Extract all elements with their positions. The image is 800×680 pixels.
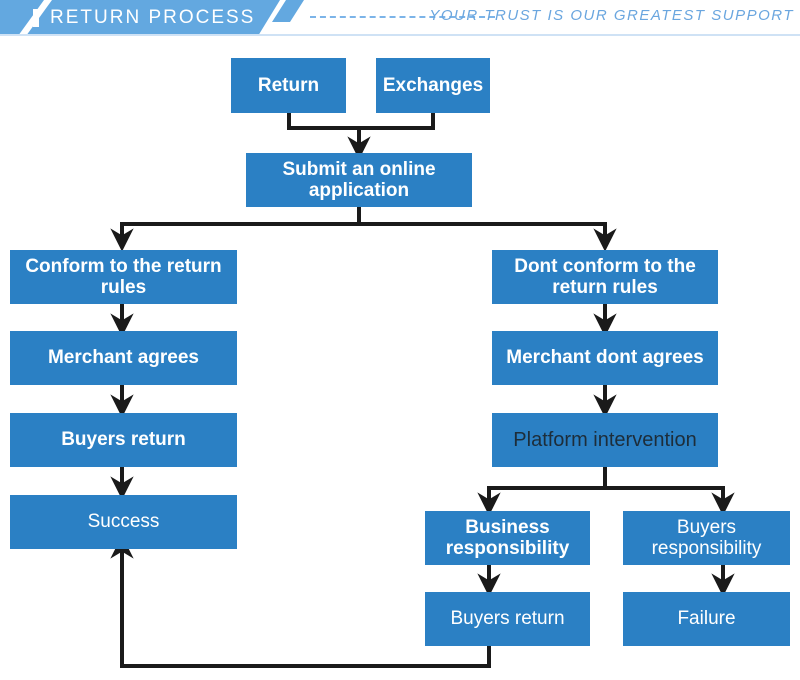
node-label: Buyers return xyxy=(450,608,565,630)
node-conform-to-return-rules[interactable]: Conform to the return rules xyxy=(10,250,237,304)
header-underline xyxy=(0,34,800,36)
flowchart-connectors xyxy=(110,113,735,668)
node-label: Merchant dont agrees xyxy=(506,347,704,369)
node-submit-application[interactable]: Submit an online application xyxy=(246,153,472,207)
connector-platform-to-buyersresp xyxy=(605,486,735,516)
node-exchanges[interactable]: Exchanges xyxy=(376,58,490,113)
node-merchant-dont-agrees[interactable]: Merchant dont agrees xyxy=(492,331,718,385)
node-business-responsibility[interactable]: Business responsibility xyxy=(425,511,590,565)
node-label: Return xyxy=(257,74,320,96)
node-buyers-return-left[interactable]: Buyers return xyxy=(10,413,237,467)
page-title: RETURN PROCESS xyxy=(50,7,256,28)
connector-platform-to-business xyxy=(477,467,607,516)
node-label: Submit an online application xyxy=(282,158,436,201)
node-success[interactable]: Success xyxy=(10,495,237,549)
node-label: Buyers return xyxy=(61,429,186,451)
header-dashed-divider xyxy=(310,16,495,18)
header-tagline: YOUR TRUST IS OUR GREATEST SUPPORT xyxy=(429,7,794,24)
node-buyers-responsibility[interactable]: Buyers responsibility xyxy=(623,511,790,565)
node-label: Buyers responsibility xyxy=(651,516,762,559)
node-platform-intervention[interactable]: Platform intervention xyxy=(492,413,718,467)
connector-submit-to-left xyxy=(110,207,361,252)
flowchart-canvas: Return Exchanges Submit an online applic… xyxy=(0,36,800,680)
node-label: Exchanges xyxy=(382,74,484,96)
node-label: Dont conform to the return rules xyxy=(514,255,696,298)
node-label: Merchant agrees xyxy=(47,347,199,369)
connector-top-join xyxy=(287,113,435,130)
node-label: Failure xyxy=(677,608,736,630)
node-dont-conform-to-return-rules[interactable]: Dont conform to the return rules xyxy=(492,250,718,304)
node-label: Business responsibility xyxy=(445,516,570,559)
node-label: Conform to the return rules xyxy=(25,255,222,298)
connector-submit-to-right xyxy=(359,222,617,252)
node-buyers-return-right[interactable]: Buyers return xyxy=(425,592,590,646)
node-failure[interactable]: Failure xyxy=(623,592,790,646)
connector-feedback-to-success xyxy=(110,535,491,668)
header-banner-shape xyxy=(0,0,300,36)
header-bar-marker-icon xyxy=(33,9,39,27)
node-label: Success xyxy=(87,511,160,533)
node-merchant-agrees[interactable]: Merchant agrees xyxy=(10,331,237,385)
page-header: RETURN PROCESS YOUR TRUST IS OUR GREATES… xyxy=(0,0,800,36)
node-label: Platform intervention xyxy=(513,428,697,451)
node-return[interactable]: Return xyxy=(231,58,346,113)
